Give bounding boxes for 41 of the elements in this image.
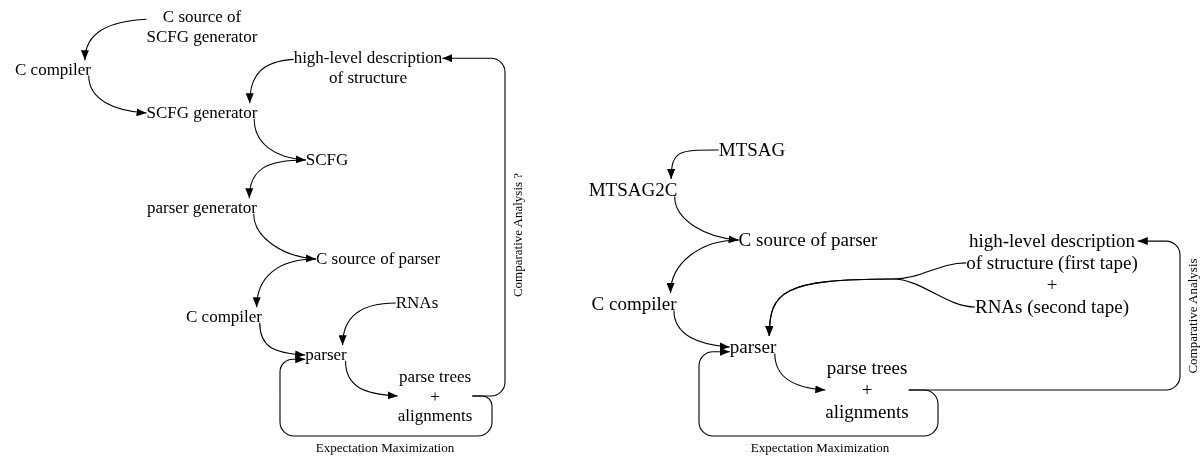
node-text: parser xyxy=(729,336,777,358)
arrow xyxy=(765,278,976,337)
edge-label: Comparative Analysis ? xyxy=(510,170,526,300)
node-text: parser generator xyxy=(147,198,257,218)
node-text: high-level description of structure (first tape) xyxy=(966,230,1138,274)
node-text: parser xyxy=(305,345,347,365)
arrow xyxy=(667,239,740,294)
node-text: high-level description of structure xyxy=(293,48,443,88)
node-text: parse trees + alignments xyxy=(397,366,473,426)
node-text: C source of parser xyxy=(738,229,878,251)
arrow xyxy=(88,75,148,117)
arrow xyxy=(908,237,1181,391)
node-text: MTSAG2C xyxy=(588,179,678,201)
arrow xyxy=(441,54,506,397)
arrow xyxy=(259,322,306,359)
node-text: C compiler xyxy=(15,60,91,80)
arrow xyxy=(344,360,399,400)
edge-label: Comparative Analysis xyxy=(1185,256,1201,376)
arrow xyxy=(246,58,295,104)
node-text: SCFG generator xyxy=(146,103,258,123)
arrow xyxy=(81,18,148,61)
arrow xyxy=(253,213,317,262)
arrow xyxy=(673,310,731,351)
node-text: C compiler xyxy=(591,293,677,315)
arrow xyxy=(245,159,307,199)
arrow xyxy=(774,353,826,394)
node-text: C source of SCFG generator xyxy=(146,7,258,47)
arrow xyxy=(279,355,493,437)
node-text: C compiler xyxy=(186,307,262,327)
arrow xyxy=(674,196,740,243)
arrow xyxy=(667,149,720,180)
node-text: C source of parser xyxy=(315,249,441,269)
plus-sign: + xyxy=(1046,274,1058,296)
arrow xyxy=(253,258,317,308)
node-text: MTSAG xyxy=(718,139,786,161)
node-text: RNAs (second tape) xyxy=(974,296,1130,318)
node-text: parse trees + alignments xyxy=(825,357,909,423)
arrow xyxy=(339,302,397,346)
arrow xyxy=(698,347,939,437)
node-text: RNAs xyxy=(395,293,439,313)
node-text: SCFG xyxy=(305,150,349,170)
